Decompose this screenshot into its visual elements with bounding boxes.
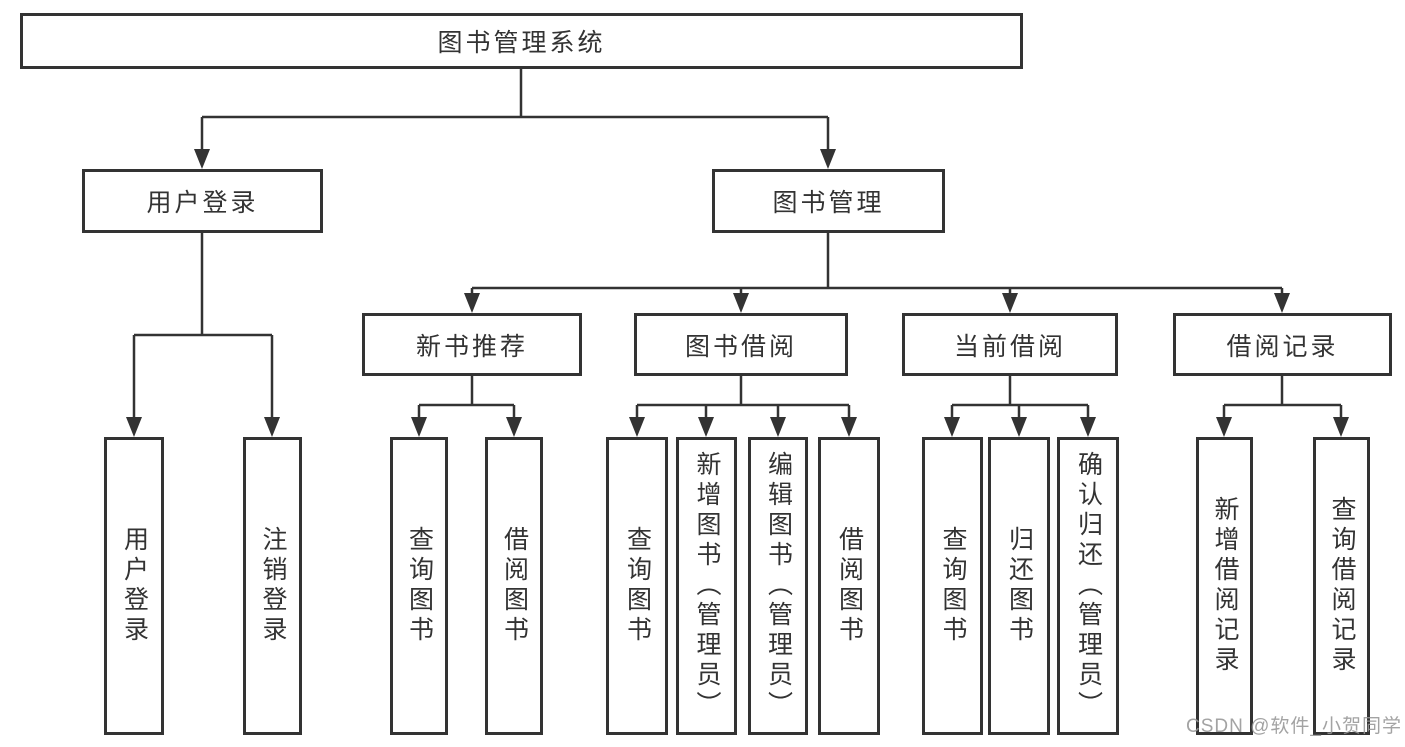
connector-new-book-children xyxy=(411,376,522,437)
connector-borrow-record-children xyxy=(1216,376,1349,437)
leaf-add-borrow-record-label: 新增借阅记录 xyxy=(1211,496,1239,676)
node-borrow-records: 借阅记录 xyxy=(1173,313,1392,376)
leaf-return-book: 归还图书 xyxy=(988,437,1050,735)
node-book-management-label: 图书管理 xyxy=(772,189,885,217)
connector-user-login-children xyxy=(126,233,280,437)
node-user-login-label: 用户登录 xyxy=(146,189,259,217)
leaf-borrow-book-1: 借阅图书 xyxy=(485,437,543,735)
leaf-return-book-label: 归还图书 xyxy=(1005,526,1034,646)
node-user-login: 用户登录 xyxy=(82,169,323,233)
leaf-user-login: 用户登录 xyxy=(104,437,164,735)
leaf-confirm-return-admin: 确认归还（管理员） xyxy=(1057,437,1119,735)
leaf-query-book-3-label: 查询图书 xyxy=(939,526,967,646)
connector-current-borrow-children xyxy=(944,376,1096,437)
leaf-confirm-return-admin-label: 确认归还（管理员） xyxy=(1074,451,1103,721)
leaf-edit-book-admin-label: 编辑图书（管理员） xyxy=(764,451,793,721)
leaf-query-book-3: 查询图书 xyxy=(922,437,983,735)
node-book-management: 图书管理 xyxy=(712,169,945,233)
leaf-add-borrow-record: 新增借阅记录 xyxy=(1196,437,1253,735)
node-new-book-recommend: 新书推荐 xyxy=(362,313,582,376)
node-book-borrow: 图书借阅 xyxy=(634,313,848,376)
leaf-query-book-2-label: 查询图书 xyxy=(623,526,652,646)
leaf-edit-book-admin: 编辑图书（管理员） xyxy=(748,437,808,735)
leaf-logout: 注销登录 xyxy=(243,437,302,735)
leaf-query-book-2: 查询图书 xyxy=(606,437,668,735)
leaf-query-book-1-label: 查询图书 xyxy=(405,526,434,646)
node-book-borrow-label: 图书借阅 xyxy=(684,332,797,361)
node-new-book-recommend-label: 新书推荐 xyxy=(415,332,528,361)
leaf-query-borrow-record: 查询借阅记录 xyxy=(1313,437,1370,735)
connector-book-management-to-level3 xyxy=(464,233,1290,313)
node-root-label: 图书管理系统 xyxy=(437,29,606,57)
leaf-add-book-admin: 新增图书（管理员） xyxy=(676,437,737,735)
node-current-borrow-label: 当前借阅 xyxy=(953,332,1066,361)
node-current-borrow: 当前借阅 xyxy=(902,313,1118,376)
node-root: 图书管理系统 xyxy=(20,13,1023,69)
leaf-query-borrow-record-label: 查询借阅记录 xyxy=(1328,496,1356,676)
leaf-add-book-admin-label: 新增图书（管理员） xyxy=(693,451,721,721)
connector-root-to-level2 xyxy=(194,69,836,169)
leaf-borrow-book-1-label: 借阅图书 xyxy=(500,526,529,646)
leaf-borrow-book-2-label: 借阅图书 xyxy=(835,526,864,646)
connector-book-borrow-children xyxy=(629,376,857,437)
leaf-logout-label: 注销登录 xyxy=(259,526,287,646)
node-borrow-records-label: 借阅记录 xyxy=(1226,332,1339,361)
leaf-borrow-book-2: 借阅图书 xyxy=(818,437,880,735)
leaf-query-book-1: 查询图书 xyxy=(390,437,448,735)
leaf-user-login-label: 用户登录 xyxy=(120,526,149,646)
csdn-watermark: CSDN @软件_小贺同学 xyxy=(1186,716,1402,737)
